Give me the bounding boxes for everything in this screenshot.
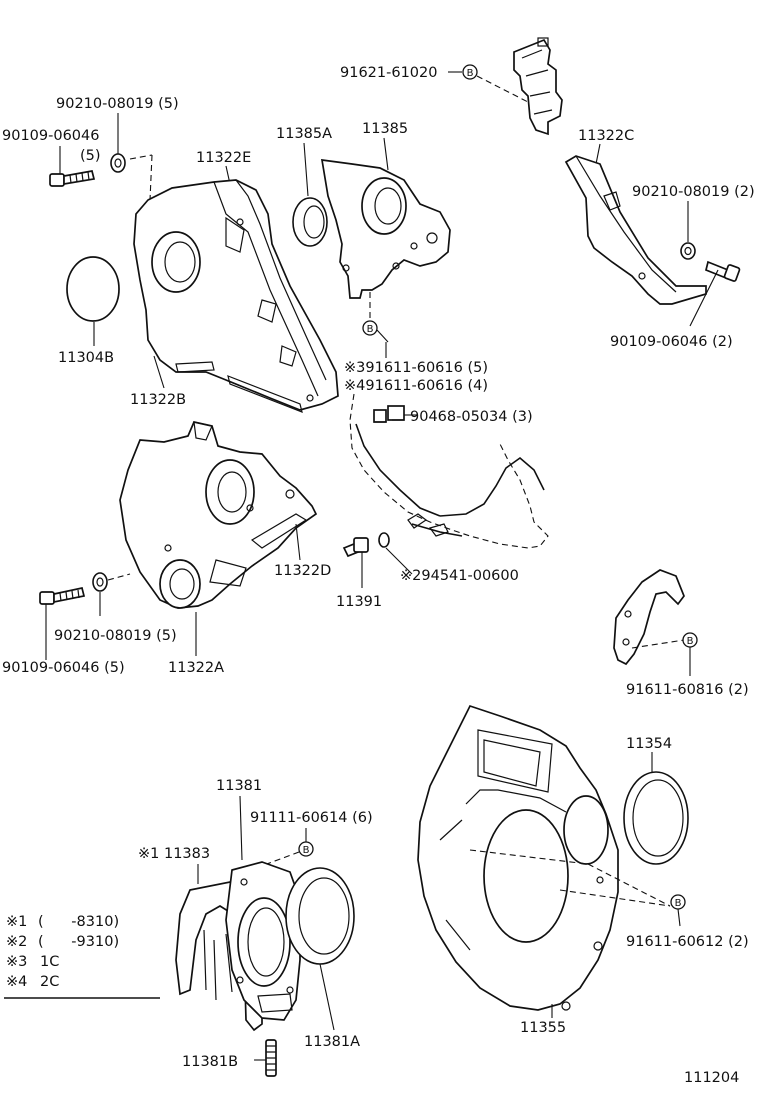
label-91611-60612: 91611-60612 (2) — [626, 934, 749, 950]
label-11322a: 11322A — [168, 660, 224, 676]
cap-11304b-drawing — [66, 256, 120, 322]
badge-11385: B — [362, 320, 378, 336]
label-91611-60816: 91611-60816 (2) — [626, 682, 749, 698]
housing-11355-drawing — [417, 704, 619, 1011]
label-94541-00600: ※294541-00600 — [400, 568, 519, 584]
badge-letter: B — [303, 845, 310, 856]
notes-table: ※1 ( -8310) ※2 ( -9310) ※3 1C ※4 2C — [4, 914, 160, 999]
label-11385: 11385 — [362, 121, 408, 137]
note-row: ※1 ( -8310) — [6, 914, 119, 930]
label-11354: 11354 — [626, 736, 672, 752]
label-90468-05034: 90468-05034 (3) — [410, 409, 533, 425]
note-value: ( -8310) — [38, 914, 119, 930]
note-row: ※2 ( -9310) — [6, 934, 119, 950]
gasket-94541-drawing — [378, 532, 390, 548]
badge-91111: B — [298, 841, 314, 857]
washer-top-drawing — [110, 153, 126, 173]
badge-letter: B — [367, 324, 374, 335]
label-11355: 11355 — [520, 1020, 566, 1036]
note-value: 2C — [40, 974, 59, 990]
label-90210-08019-top: 90210-08019 (5) — [56, 96, 179, 112]
note-value: 1C — [40, 954, 59, 970]
badge-letter: B — [687, 636, 694, 647]
label-11322b: 11322B — [130, 392, 186, 408]
bolt-left-drawing — [39, 586, 86, 605]
lower-cover-outline-drawing — [349, 393, 549, 549]
bracket-91611-60816-drawing — [613, 569, 685, 666]
label-90210-08019-left: 90210-08019 (5) — [54, 628, 177, 644]
label-11381: 11381 — [216, 778, 262, 794]
cover-11322c-drawing — [564, 155, 707, 305]
label-11383: ※1 11383 — [138, 846, 210, 862]
bolt-top-drawing — [49, 170, 96, 187]
label-11322c: 11322C — [578, 128, 634, 144]
label-11381b: 11381B — [182, 1054, 238, 1070]
label-91621-61020: 91621-61020 — [340, 65, 438, 81]
oil-seal-11385a-drawing — [292, 197, 328, 247]
oil-seal-11354-drawing — [623, 771, 689, 865]
label-91111-60614: 91111-60614 (6) — [250, 810, 373, 826]
oil-seal-11381a-drawing — [285, 867, 355, 965]
label-11322e: 11322E — [196, 150, 251, 166]
clip-90468-drawing — [373, 405, 405, 423]
label-11385a: 11385A — [276, 126, 332, 142]
timing-cover-lower-drawing — [119, 421, 318, 609]
label-91611-60616-a: ※391611-60616 (5) — [344, 360, 488, 376]
bracket-91621-drawing — [513, 37, 563, 136]
label-90109-qty-top: (5) — [80, 148, 101, 164]
note-mark: ※2 — [6, 934, 27, 950]
note-row: ※3 1C — [6, 954, 59, 970]
label-11381a: 11381A — [304, 1034, 360, 1050]
note-mark: ※3 — [6, 954, 27, 970]
bolt-right-drawing — [704, 260, 741, 282]
timing-cover-upper-drawing — [133, 179, 339, 413]
sensor-11391-drawing — [342, 537, 369, 558]
label-90109-06046-top: 90109-06046 — [2, 128, 100, 144]
washer-right-drawing — [680, 242, 696, 260]
retainer-11381-drawing — [225, 861, 301, 1021]
note-value: ( -9310) — [38, 934, 119, 950]
diagram-number: 111204 — [684, 1070, 739, 1086]
label-90109-06046-right: 90109-06046 (2) — [610, 334, 733, 350]
note-mark: ※1 — [6, 914, 27, 930]
label-11322d: 11322D — [274, 563, 331, 579]
note-mark: ※4 — [6, 974, 27, 990]
badge-letter: B — [467, 68, 474, 79]
badge-91621: B — [462, 64, 478, 80]
label-11304b: 11304B — [58, 350, 114, 366]
washer-left-drawing — [92, 572, 108, 592]
note-row: ※4 2C — [6, 974, 59, 990]
label-90210-08019-right: 90210-08019 (2) — [632, 184, 755, 200]
case-11385-drawing — [320, 159, 451, 299]
badge-letter: B — [675, 898, 682, 909]
stud-11381b-drawing — [265, 1039, 277, 1077]
label-91611-60616-b: ※491611-60616 (4) — [344, 378, 488, 394]
label-90109-06046-left: 90109-06046 (5) — [2, 660, 125, 676]
badge-91611-60816: B — [682, 632, 698, 648]
badge-91611-60612: B — [670, 894, 686, 910]
label-11391: 11391 — [336, 594, 382, 610]
